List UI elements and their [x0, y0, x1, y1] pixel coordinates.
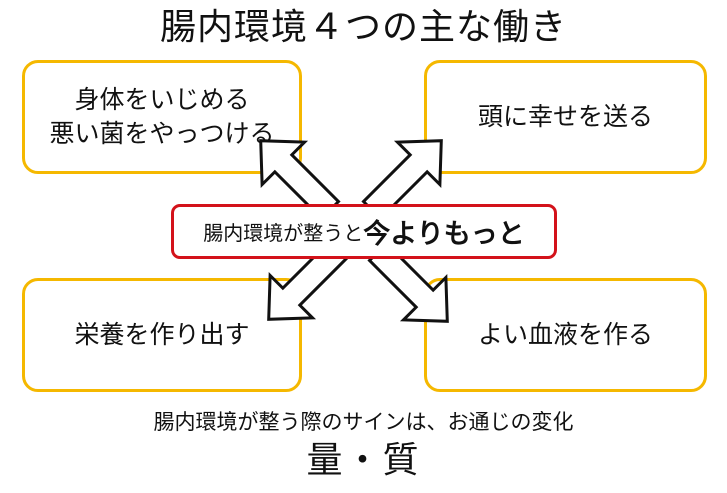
box-make-good-blood: よい血液を作る [424, 278, 707, 392]
box-label: 頭に幸せを送る [477, 102, 653, 131]
center-message-box: 腸内環境が整うと今よりもっと [171, 204, 557, 259]
box-label: 身体をいじめる 悪い菌をやっつける [49, 85, 275, 148]
footer-highlight: 量・質 [306, 440, 421, 481]
diagram-title: 腸内環境４つの主な働き [159, 7, 567, 48]
box-send-happiness: 頭に幸せを送る [424, 60, 707, 174]
box-fight-bad-bacteria: 身体をいじめる 悪い菌をやっつける [22, 60, 302, 174]
arrow-up-right-icon [361, 139, 443, 221]
box-label: よい血液を作る [477, 320, 653, 349]
box-produce-nutrition: 栄養を作り出す [22, 278, 302, 392]
footer-caption: 腸内環境が整う際のサインは、お通じの変化 [153, 410, 574, 434]
box-label: 栄養を作り出す [74, 320, 250, 349]
arrow-down-left-icon [267, 239, 349, 321]
center-lead-text: 腸内環境が整うと [203, 221, 364, 245]
center-emphasis-text: 今よりもっと [363, 219, 525, 250]
